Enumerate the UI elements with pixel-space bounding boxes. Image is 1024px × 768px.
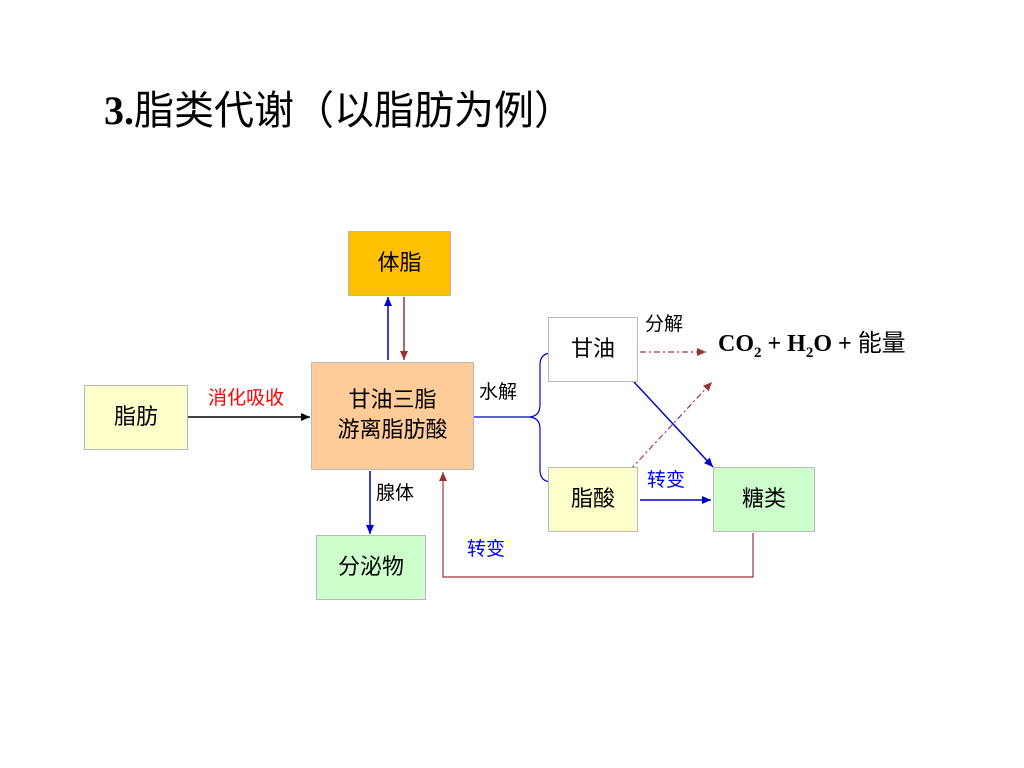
formula-energy: 能量 bbox=[857, 329, 906, 357]
node-center: 甘油三脂 游离脂肪酸 bbox=[311, 362, 474, 470]
node-secretion: 分泌物 bbox=[316, 535, 426, 600]
node-sugar: 糖类 bbox=[713, 467, 815, 532]
hydrolysis-brace bbox=[474, 352, 553, 483]
product-formula: CO2 + H2O + 能量 bbox=[718, 328, 906, 368]
arrow-glycerol-to-sugar bbox=[633, 381, 714, 468]
formula-o: O + bbox=[813, 331, 858, 357]
title-number: 3. bbox=[104, 88, 134, 133]
center-line-1: 甘油三脂 bbox=[348, 388, 437, 413]
label-gland: 腺体 bbox=[376, 482, 415, 504]
label-convert-2: 转变 bbox=[467, 538, 506, 560]
node-body-fat: 体脂 bbox=[348, 231, 451, 296]
center-line-2: 游离脂肪酸 bbox=[337, 418, 448, 443]
arrow-fattyacid-to-co2 bbox=[629, 381, 713, 471]
arrow-sugar-to-center bbox=[439, 472, 754, 578]
label-decompose: 分解 bbox=[645, 313, 684, 335]
node-fatty-acid: 脂酸 bbox=[548, 467, 638, 532]
formula-plus-h: + H bbox=[761, 331, 806, 357]
formula-co-sub: 2 bbox=[754, 344, 762, 361]
page-title: 3.脂类代谢（以脂肪为例） bbox=[104, 78, 574, 136]
label-convert-1: 转变 bbox=[647, 469, 686, 491]
formula-h-sub: 2 bbox=[805, 344, 814, 361]
node-fat: 脂肪 bbox=[84, 385, 188, 450]
label-digest-absorb: 消化吸收 bbox=[208, 387, 285, 409]
formula-co: CO bbox=[718, 331, 754, 357]
node-glycerol: 甘油 bbox=[548, 317, 638, 382]
title-text: 脂类代谢（以脂肪为例） bbox=[134, 88, 574, 134]
label-hydrolysis: 水解 bbox=[479, 381, 518, 403]
